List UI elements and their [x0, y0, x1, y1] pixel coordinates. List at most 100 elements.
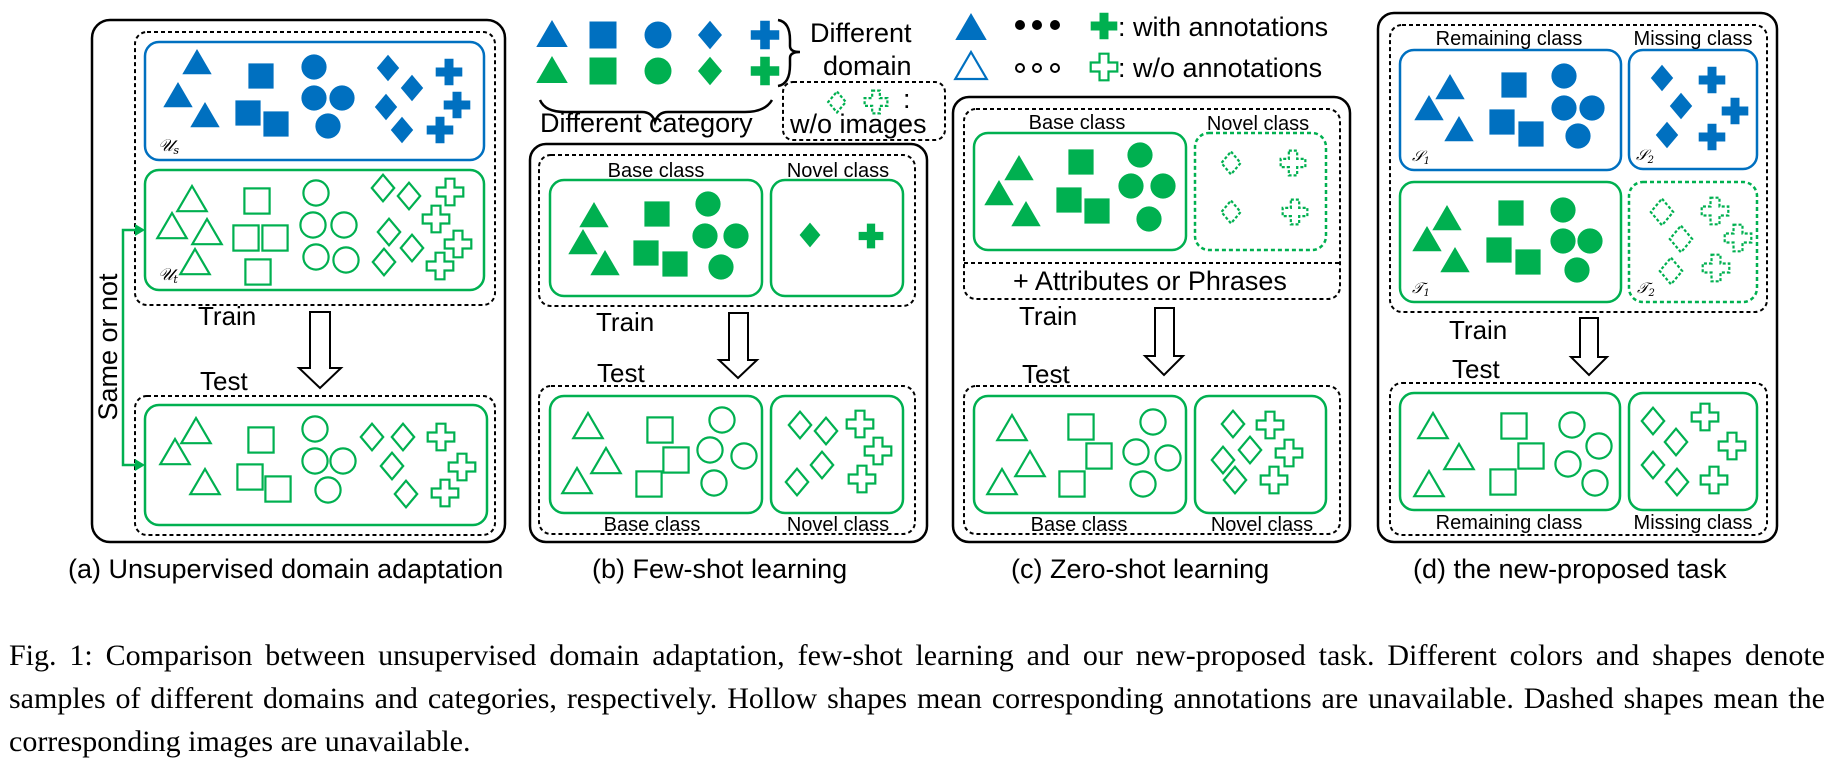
- circle-icon: [1558, 411, 1586, 439]
- square-icon: [644, 201, 670, 227]
- diamond-icon: [390, 116, 414, 144]
- diamond-icon: [393, 478, 419, 510]
- panel-d-s1-box: [1398, 48, 1623, 172]
- diamond-icon: [784, 466, 810, 498]
- triangle-icon: [985, 466, 1019, 496]
- circle-icon: [1551, 63, 1577, 89]
- hollow-dot-icon: [1015, 63, 1025, 73]
- panel-b-train-label: Train: [596, 307, 654, 337]
- panel-c-test-novel-box: [1193, 394, 1328, 515]
- frames-layer: [90, 11, 1779, 544]
- diamond-icon: [1219, 198, 1243, 226]
- square-icon: [1067, 413, 1095, 441]
- panel-b-test-base-box: [548, 394, 764, 515]
- circle-icon: [1564, 257, 1590, 283]
- filled-dot-icon: [1032, 20, 1042, 30]
- diamond-icon: [371, 246, 397, 278]
- cross-icon: [435, 58, 463, 86]
- square-icon: [635, 470, 663, 498]
- triangle-icon: [571, 410, 605, 440]
- panel-d-test-remaining-box: [1398, 391, 1622, 512]
- triangle-icon: [1444, 116, 1474, 142]
- square-icon: [1498, 200, 1524, 226]
- cross-icon: [1721, 97, 1749, 125]
- triangle-icon: [1440, 247, 1470, 273]
- diamond-icon: [787, 409, 813, 441]
- circle-icon: [330, 211, 358, 239]
- circle-icon: [1150, 173, 1176, 199]
- square-icon: [1068, 149, 1094, 175]
- triangle-icon: [568, 229, 598, 255]
- diamond-icon: [813, 415, 839, 447]
- triangle-icon: [1004, 155, 1034, 181]
- square-icon: [1515, 249, 1541, 275]
- arrowhead-bottom: [135, 459, 145, 471]
- panel-b-test-group: [538, 385, 916, 535]
- panel-c-test-base-label: Base class: [1031, 514, 1128, 536]
- circle-icon: [1579, 95, 1605, 121]
- no-images-legend-box: [782, 81, 946, 141]
- cross-icon: [426, 422, 456, 452]
- diamond-icon: [1649, 196, 1675, 228]
- triangle-icon: [536, 56, 568, 83]
- square-icon: [1058, 470, 1086, 498]
- cross-icon: [443, 91, 471, 119]
- square-icon: [1489, 109, 1515, 135]
- circle-icon: [302, 179, 330, 207]
- panel-d-s2-box: [1627, 48, 1759, 171]
- panel-d-test-label: Test: [1452, 354, 1500, 384]
- cross-icon: [1259, 465, 1289, 495]
- circle-icon: [1154, 444, 1182, 472]
- square-icon: [1489, 468, 1517, 496]
- panel-a-side-label: Same or not: [93, 273, 123, 421]
- panel-a-target-label: 𝒰t: [158, 265, 178, 286]
- diamond-icon: [1220, 408, 1246, 440]
- circle-icon: [301, 54, 327, 80]
- panel-a-train-group: [134, 31, 496, 306]
- square-icon: [1085, 442, 1113, 470]
- triangle-icon: [1435, 74, 1465, 100]
- cross-icon: [1701, 253, 1731, 283]
- panel-b-test-novel-box: [769, 394, 905, 515]
- circle-icon: [329, 85, 355, 111]
- panel-c-test-label: Test: [1022, 359, 1070, 389]
- cross-icon: [1723, 223, 1753, 253]
- legend-without-annotations: : w/o annotations: [1118, 53, 1322, 83]
- panel-c-test-group: [963, 385, 1341, 535]
- square-icon: [232, 224, 260, 252]
- diamond-icon: [799, 222, 821, 248]
- circle-icon: [301, 85, 327, 111]
- cross-icon: [863, 89, 889, 115]
- diamond-icon: [1668, 223, 1694, 255]
- cross-icon: [425, 251, 455, 281]
- square-icon: [589, 57, 617, 85]
- square-icon: [1486, 237, 1512, 263]
- square-icon: [264, 475, 292, 503]
- circle-icon: [692, 223, 718, 249]
- triangle-icon: [1412, 468, 1446, 498]
- triangle-icon: [178, 246, 212, 276]
- square-icon: [243, 187, 271, 215]
- cross-icon: [426, 116, 454, 144]
- circle-icon: [299, 211, 327, 239]
- cross-icon: [863, 436, 893, 466]
- same-or-not-connector: [121, 228, 143, 467]
- panel-d-t1-box: [1398, 180, 1623, 304]
- panel-d-s1-label: 𝒮1: [1412, 147, 1430, 167]
- circle-icon: [1129, 470, 1157, 498]
- circle-icon: [700, 469, 728, 497]
- diamond-icon: [826, 89, 848, 115]
- diamond-icon: [1669, 92, 1693, 120]
- legend-category-label: Different category: [540, 108, 753, 138]
- diamond-icon: [1640, 449, 1666, 481]
- square-icon: [1084, 198, 1110, 224]
- cross-icon: [443, 229, 473, 259]
- diamond-icon: [400, 74, 424, 102]
- circle-icon: [1122, 438, 1150, 466]
- panel-c-train-base-label: Base class: [1029, 112, 1126, 134]
- cross-icon: [447, 452, 477, 482]
- square-icon: [236, 463, 264, 491]
- panel-c-train-base-box: [972, 131, 1188, 252]
- panel-b-subcaption: (b) Few-shot learning: [592, 554, 847, 584]
